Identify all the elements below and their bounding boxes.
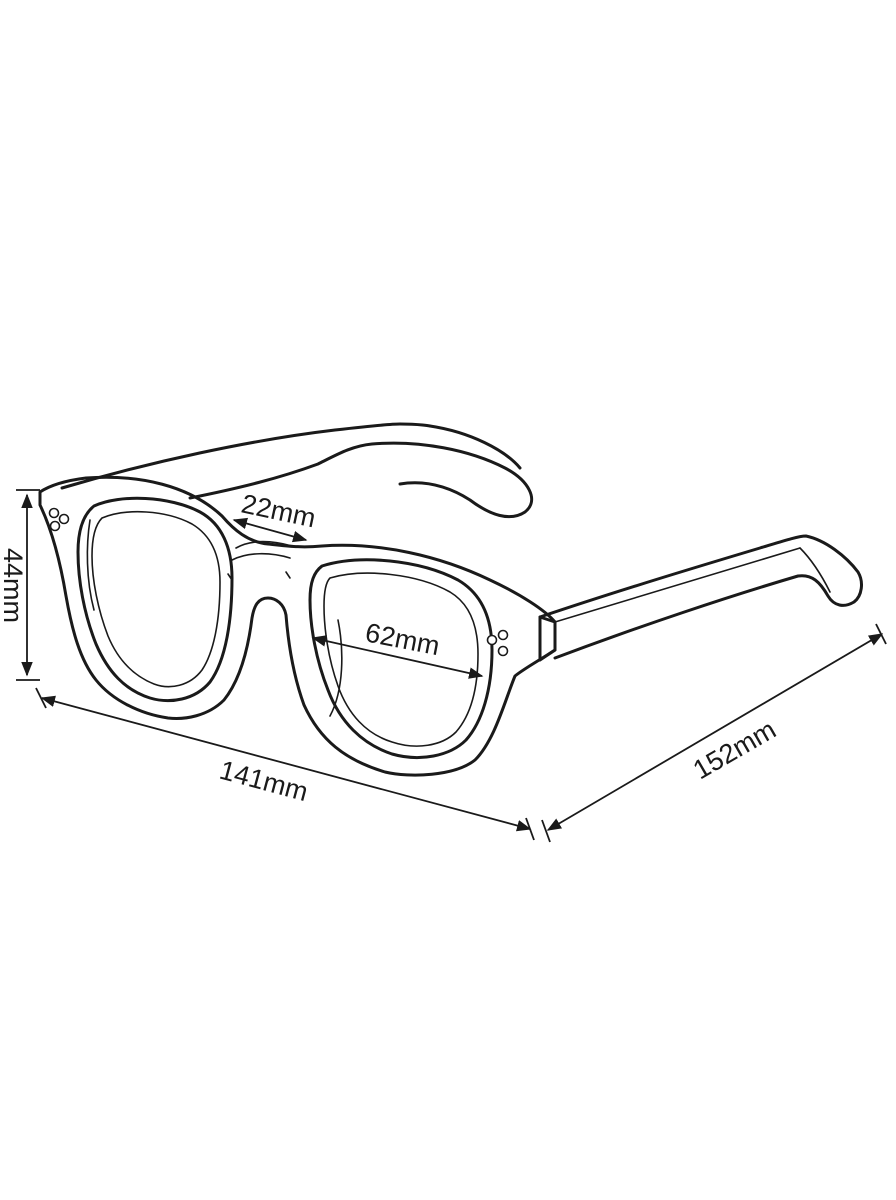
rivet-dot [58, 513, 70, 525]
lens-height-label: 44mm [0, 548, 28, 623]
left-rivets [48, 507, 70, 532]
frame-width-dimension: 141mm [35, 687, 535, 841]
bridge-width-label: 22mm [239, 489, 319, 534]
lens-width-label: 62mm [363, 617, 442, 661]
lens-height-dimension: 44mm [0, 489, 40, 681]
temple-length-dimension: 152mm [541, 623, 887, 843]
far-temple [60, 422, 534, 519]
right-rivets [486, 629, 509, 657]
bridge [227, 540, 293, 581]
frame-width-label: 141mm [216, 755, 311, 807]
rivet-dot [486, 634, 498, 646]
rivet-dot [49, 520, 61, 532]
rivet-dot [497, 645, 509, 657]
left-lens-rim [76, 496, 234, 703]
bridge-width-dimension: 22mm [232, 489, 319, 543]
rivet-dot [497, 629, 509, 641]
temple-length-label: 152mm [688, 714, 781, 785]
rivet-dot [48, 507, 60, 519]
near-temple [538, 534, 863, 660]
